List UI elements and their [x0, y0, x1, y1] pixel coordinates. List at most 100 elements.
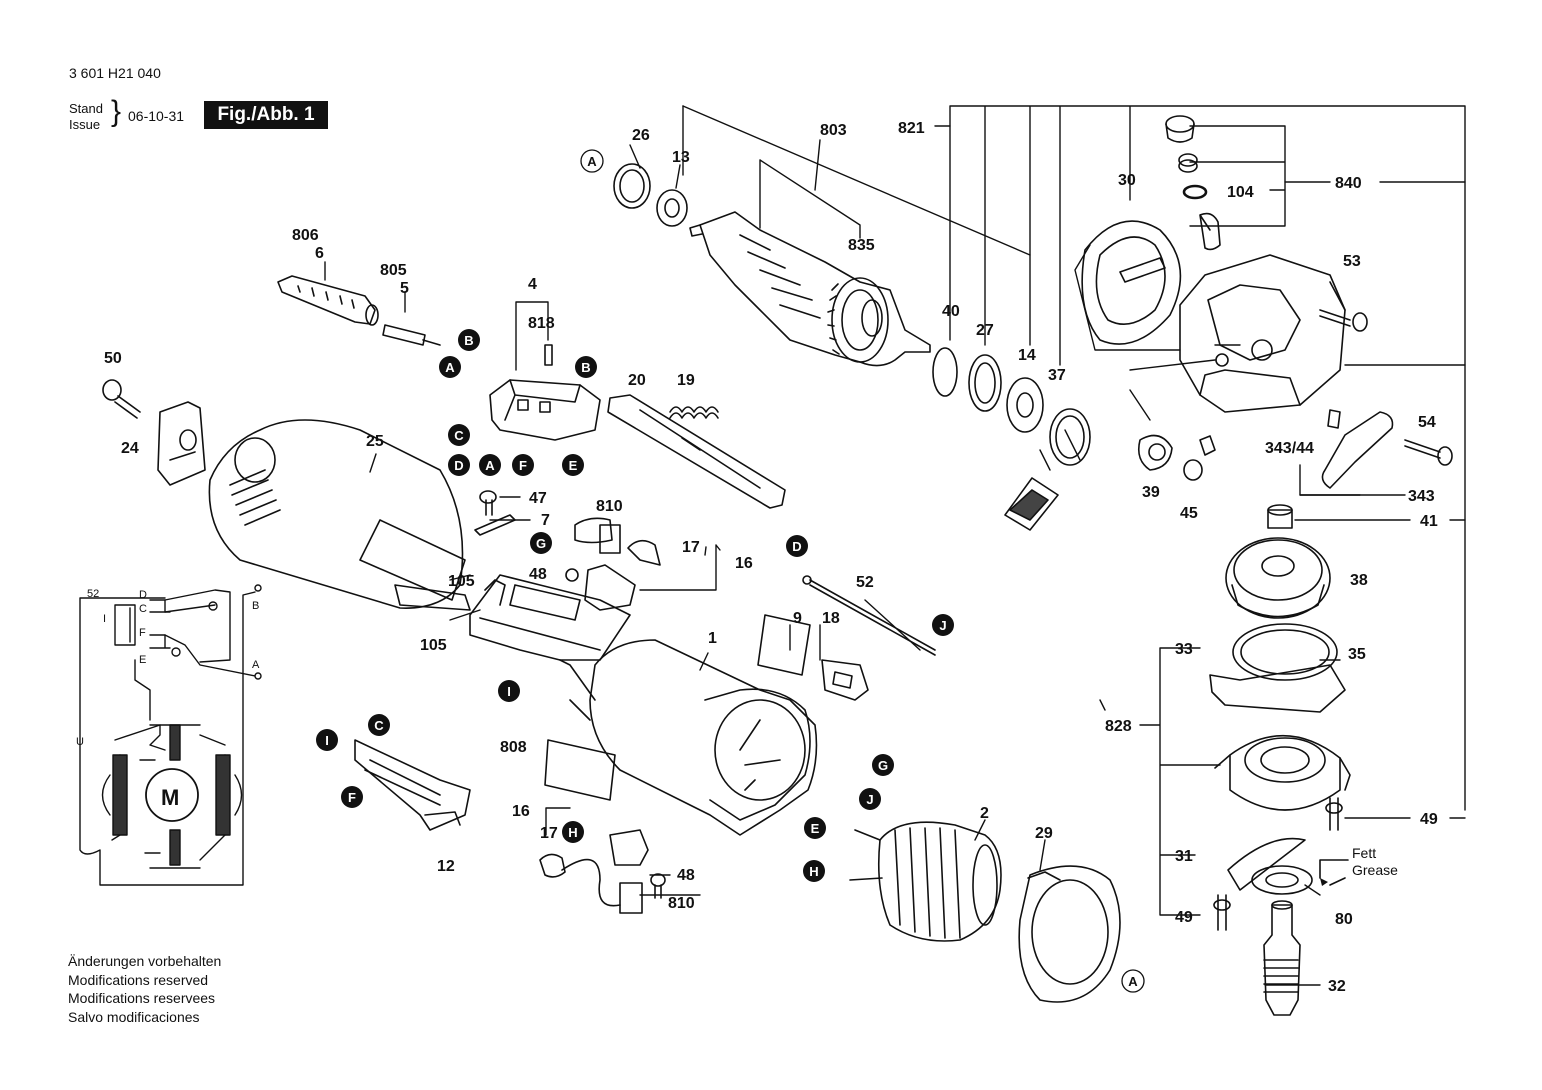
svg-text:A: A	[1128, 974, 1138, 989]
svg-text:G: G	[536, 536, 546, 551]
wiring-D: D	[139, 589, 147, 601]
part-840: 840	[1335, 175, 1362, 192]
note-en: Modifications reserved	[68, 971, 209, 988]
ref-E-1: E	[562, 454, 584, 476]
svg-text:B: B	[581, 360, 590, 375]
part-24: 24	[121, 440, 139, 457]
part-16-bottom: 16	[512, 803, 530, 820]
part-35: 35	[1348, 646, 1366, 663]
part-4: 4	[528, 276, 537, 293]
guard-29	[1018, 865, 1121, 1003]
part-808: 808	[500, 739, 527, 756]
figure-tag: Fig./Abb. 1	[204, 101, 328, 129]
part-18: 18	[822, 610, 840, 627]
part-48-bottom: 48	[677, 867, 695, 884]
ref-F-2: F	[341, 786, 363, 808]
part-80: 80	[1335, 911, 1353, 928]
svg-text:E: E	[569, 458, 578, 473]
part-25: 25	[366, 433, 384, 450]
part-26: 26	[632, 127, 650, 144]
part-17-bottom: 17	[540, 825, 558, 842]
grease-arrow	[1319, 859, 1349, 886]
part-50: 50	[104, 350, 122, 367]
brace-icon: }	[111, 95, 122, 128]
ref-J-1: J	[932, 614, 954, 636]
ref-A-1: A	[439, 356, 461, 378]
wiring-F: F	[139, 627, 146, 639]
grease-label: Grease	[1352, 862, 1398, 878]
svg-text:C: C	[374, 718, 384, 733]
part-821: 821	[898, 120, 925, 137]
part-14: 14	[1018, 347, 1036, 364]
part-9: 9	[793, 610, 802, 627]
svg-text:F: F	[348, 790, 356, 805]
part-27: 27	[976, 322, 994, 339]
part-105-a: 105	[448, 573, 475, 590]
part-19: 19	[677, 372, 695, 389]
label-9	[757, 614, 811, 676]
wiring-C: C	[139, 603, 147, 615]
part-48-top: 48	[529, 566, 547, 583]
svg-text:B: B	[464, 333, 473, 348]
svg-text:D: D	[454, 458, 463, 473]
ref-D-2: D	[786, 535, 808, 557]
note-de: Änderungen vorbehalten	[68, 953, 222, 969]
ref-I-2: I	[316, 729, 338, 751]
part-818: 818	[528, 315, 555, 332]
part-805: 805	[380, 262, 407, 279]
ref-B-1: B	[458, 329, 480, 351]
part-835: 835	[848, 237, 875, 254]
ref-A-open-2: A	[1121, 969, 1145, 993]
part-5: 5	[400, 280, 409, 297]
svg-text:D: D	[792, 539, 801, 554]
cord-guard	[277, 275, 379, 326]
part-53: 53	[1343, 253, 1361, 270]
svg-text:A: A	[445, 360, 455, 375]
part-12: 12	[437, 858, 455, 875]
stand-label: Stand	[69, 101, 103, 116]
part-343-44: 343/44	[1265, 440, 1314, 457]
part-16-top: 16	[735, 555, 753, 572]
part-803: 803	[820, 122, 847, 139]
brush-spring-set	[565, 517, 661, 582]
reference-markers	[1320, 878, 1328, 886]
motor-housing	[559, 639, 818, 836]
svg-text:E: E	[811, 821, 820, 836]
wiring-I: I	[103, 613, 106, 625]
ref-C-2: C	[368, 714, 390, 736]
part-54: 54	[1418, 414, 1436, 431]
label-808	[544, 739, 616, 801]
part-29: 29	[1035, 825, 1053, 842]
part-20: 20	[628, 372, 646, 389]
svg-text:A: A	[485, 458, 495, 473]
svg-text:J: J	[866, 792, 873, 807]
part-806: 806	[292, 227, 319, 244]
field-coil	[849, 821, 1002, 942]
svg-text:I: I	[325, 733, 329, 748]
ref-A-open-1: A	[580, 149, 604, 173]
ref-H-2: H	[803, 860, 825, 882]
brush-set-bottom	[539, 829, 666, 914]
part-32: 32	[1328, 978, 1346, 995]
ref-H-1: H	[562, 821, 584, 843]
part-104: 104	[1227, 184, 1254, 201]
part-39: 39	[1142, 484, 1160, 501]
svg-text:H: H	[809, 864, 818, 879]
part-7: 7	[541, 512, 550, 529]
part-810-bottom: 810	[668, 895, 695, 912]
part-810-top: 810	[596, 498, 623, 515]
spring-19	[669, 406, 719, 419]
gear-head-housing	[1179, 254, 1346, 413]
note-fr: Modifications reservees	[68, 990, 216, 1006]
part-17-top: 17	[682, 539, 700, 556]
ref-J-2: J	[859, 788, 881, 810]
svg-text:G: G	[878, 758, 888, 773]
wiring-B: B	[252, 600, 259, 612]
bearing-front	[613, 163, 688, 227]
motor-symbol: M	[161, 785, 179, 810]
part-1: 1	[708, 630, 717, 647]
part-33: 33	[1175, 641, 1193, 658]
part-31: 31	[1175, 848, 1193, 865]
